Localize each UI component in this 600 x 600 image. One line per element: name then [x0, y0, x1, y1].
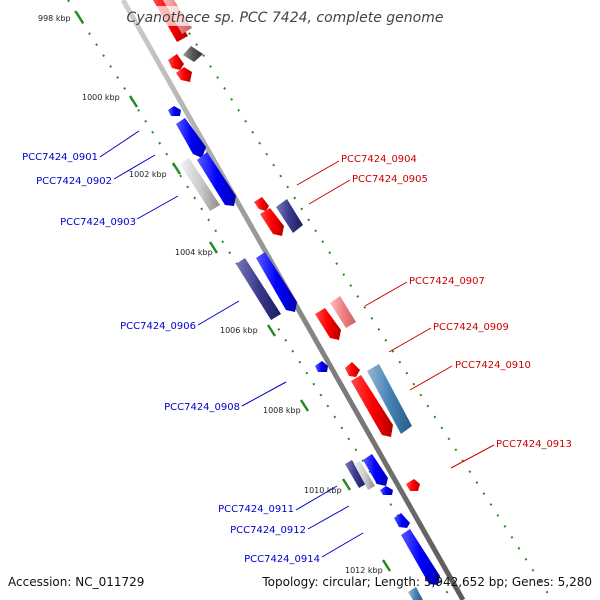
- tick-998: [74, 11, 85, 24]
- tick-1008: [299, 399, 310, 412]
- leader-line: [409, 365, 453, 391]
- gene-arrow[interactable]: [176, 67, 192, 82]
- leader-line: [388, 327, 432, 353]
- leader-line: [450, 444, 495, 469]
- gene-label[interactable]: PCC7424_0914: [244, 554, 320, 565]
- gene-block[interactable]: [183, 46, 203, 62]
- tick-1012: [381, 559, 392, 572]
- tick-labeled: [74, 11, 392, 572]
- tick-label: 1006 kbp: [220, 326, 258, 335]
- tick-guide-right: [167, 0, 553, 600]
- gene-label[interactable]: PCC7424_0912: [230, 525, 306, 536]
- leader-line: [307, 505, 350, 530]
- tick-label: 1012 kbp: [345, 566, 383, 575]
- gene-arrow[interactable]: [260, 208, 284, 236]
- gene-arrow[interactable]: [315, 361, 328, 372]
- tick-1000: [128, 95, 139, 108]
- gene-arrow[interactable]: [363, 454, 388, 486]
- accession-label: Accession: NC_011729: [8, 575, 145, 589]
- leader-line: [295, 485, 338, 511]
- gene-label[interactable]: PCC7424_0902: [36, 176, 112, 187]
- gene-label[interactable]: PCC7424_0905: [352, 174, 428, 185]
- leader-lines-left: [99, 130, 364, 558]
- gene-block[interactable]: [408, 587, 423, 600]
- gene-label[interactable]: PCC7424_0910: [455, 360, 531, 371]
- map-title: Cyanothece sp. PCC 7424, complete genome: [127, 10, 444, 26]
- gene-block[interactable]: [354, 461, 375, 490]
- gene-label[interactable]: PCC7424_0911: [218, 504, 294, 515]
- tick-1010: [341, 478, 352, 491]
- reverse-strand-genes: [168, 106, 440, 585]
- gene-arrow[interactable]: [394, 513, 410, 528]
- leader-line: [296, 160, 340, 186]
- leader-line: [99, 130, 140, 158]
- tick-label: 1004 kbp: [175, 248, 213, 257]
- gene-label[interactable]: PCC7424_0913: [496, 439, 572, 450]
- gene-labels-right: PCC7424_0904 PCC7424_0905 PCC7424_0907 P…: [341, 154, 572, 450]
- tick-label: 1008 kbp: [263, 406, 301, 415]
- gene-block[interactable]: [180, 158, 220, 211]
- gene-block[interactable]: [236, 258, 281, 320]
- gene-label[interactable]: PCC7424_0909: [433, 322, 509, 333]
- tick-1002: [171, 162, 182, 175]
- leader-line: [321, 532, 364, 558]
- gene-arrow[interactable]: [380, 486, 393, 495]
- gene-arrow[interactable]: [168, 54, 184, 70]
- tick-labels: 998 kbp 1000 kbp 1002 kbp 1004 kbp 1006 …: [38, 14, 383, 575]
- gene-block[interactable]: [330, 296, 356, 328]
- title-backdrop: [140, 6, 432, 26]
- tick-guides: [67, 0, 553, 600]
- gene-block[interactable]: [345, 460, 366, 488]
- leader-line: [197, 300, 240, 326]
- gene-labels-left: PCC7424_0901 PCC7424_0902 PCC7424_0903 P…: [22, 152, 320, 565]
- gene-label[interactable]: PCC7424_0901: [22, 152, 98, 163]
- leader-lines-right: [296, 160, 495, 469]
- tick-label: 1010 kbp: [304, 486, 342, 495]
- gene-arrow[interactable]: [168, 106, 181, 116]
- leader-line: [113, 154, 156, 180]
- gene-arrow[interactable]: [176, 118, 206, 158]
- leader-line: [241, 381, 287, 407]
- tick-label: 998 kbp: [38, 14, 71, 23]
- topology-summary: Topology: circular; Length: 5,942,652 bp…: [262, 575, 592, 589]
- leader-line: [136, 195, 179, 220]
- gene-arrow[interactable]: [351, 375, 393, 437]
- leader-line: [308, 179, 351, 205]
- gene-block[interactable]: [367, 364, 412, 434]
- gene-arrow[interactable]: [315, 308, 341, 340]
- tick-label: 1000 kbp: [82, 93, 120, 102]
- gene-label[interactable]: PCC7424_0908: [164, 402, 240, 413]
- gene-arrow[interactable]: [345, 362, 360, 377]
- gene-label[interactable]: PCC7424_0904: [341, 154, 417, 165]
- gene-arrow[interactable]: [406, 479, 420, 491]
- leader-line: [364, 281, 408, 307]
- gene-label[interactable]: PCC7424_0903: [60, 217, 136, 228]
- gene-arrow[interactable]: [197, 152, 236, 206]
- gene-block[interactable]: [276, 199, 303, 233]
- gene-label[interactable]: PCC7424_0907: [409, 276, 485, 287]
- gene-arrow[interactable]: [254, 197, 269, 211]
- gene-label[interactable]: PCC7424_0906: [120, 321, 196, 332]
- tick-label: 1002 kbp: [129, 170, 167, 179]
- tick-1004: [208, 241, 219, 254]
- gene-arrow[interactable]: [401, 529, 440, 585]
- gene-arrow[interactable]: [256, 252, 297, 312]
- tick-1006: [266, 324, 277, 337]
